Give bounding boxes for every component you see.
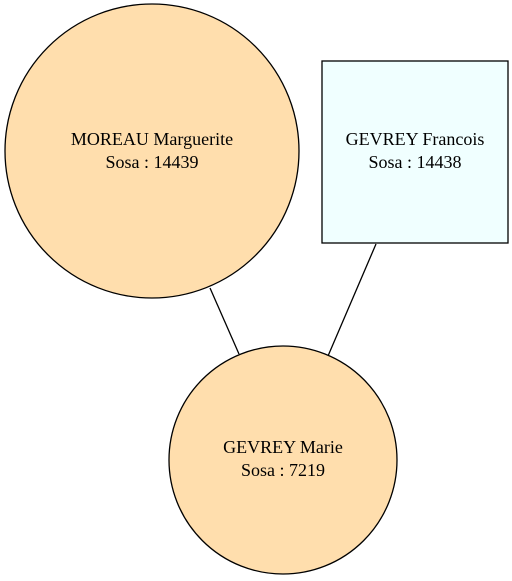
node-sosa: Sosa : 14439 <box>105 152 198 172</box>
node-name: GEVREY Marie <box>223 437 343 457</box>
edge-moreau-to-marie <box>209 287 240 355</box>
node-gevrey-marie[interactable]: GEVREY Marie Sosa : 7219 <box>168 345 398 575</box>
node-sosa: Sosa : 14438 <box>368 152 461 172</box>
edge-francois-to-marie <box>327 243 377 357</box>
node-shape <box>4 3 300 299</box>
node-sosa: Sosa : 7219 <box>241 460 325 480</box>
node-shape <box>321 60 509 244</box>
node-gevrey-francois[interactable]: GEVREY Francois Sosa : 14438 <box>321 60 509 244</box>
node-shape <box>168 345 398 575</box>
node-name: GEVREY Francois <box>346 129 485 149</box>
node-moreau-marguerite[interactable]: MOREAU Marguerite Sosa : 14439 <box>4 3 300 299</box>
node-name: MOREAU Marguerite <box>71 129 233 149</box>
